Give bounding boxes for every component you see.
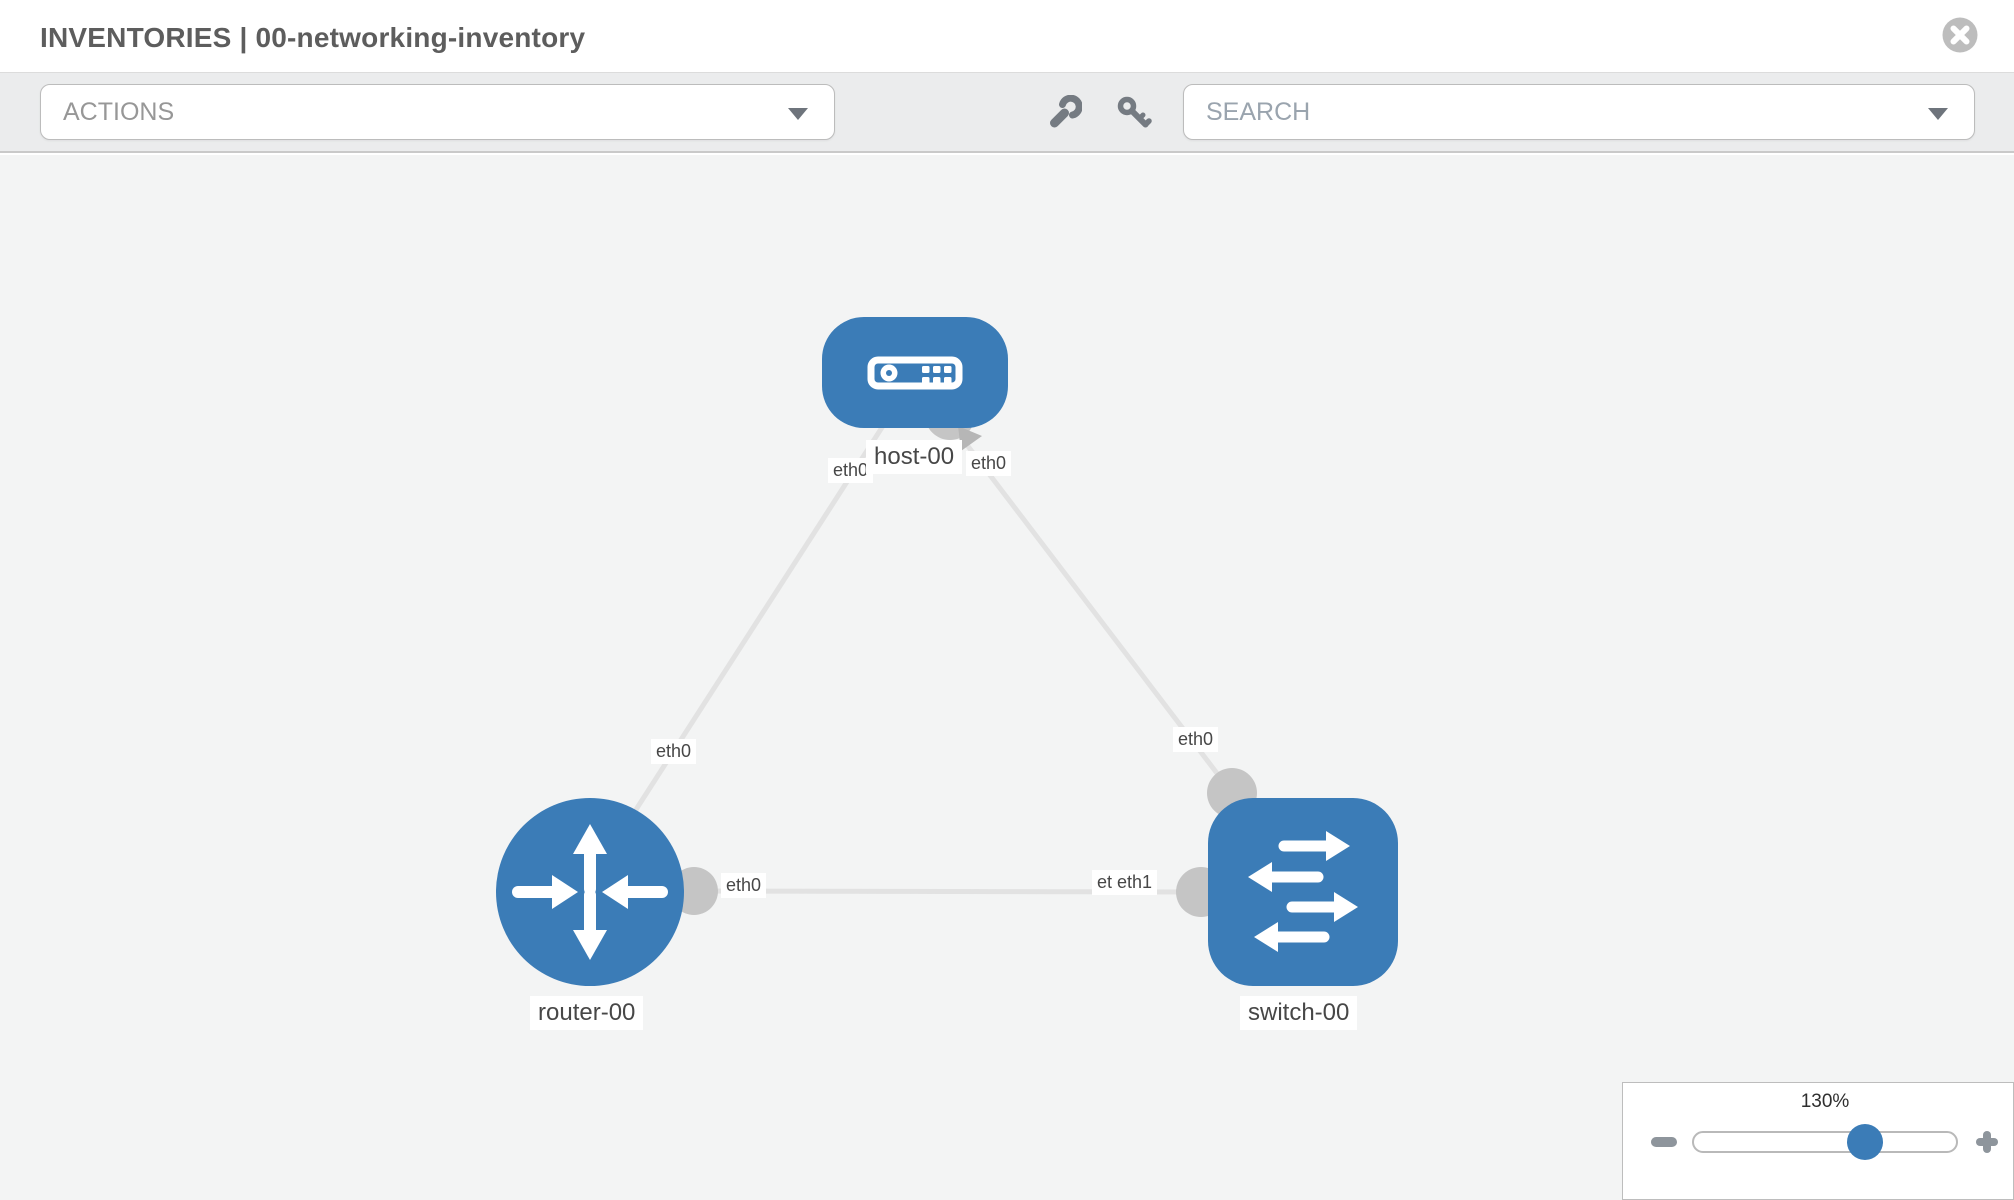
interface-label: eth0 [721, 873, 767, 898]
actions-dropdown[interactable]: ACTIONS [40, 84, 835, 140]
interface-label: eth0 [651, 739, 697, 764]
close-icon [1942, 17, 1978, 53]
zoom-out-button[interactable] [1651, 1137, 1677, 1147]
link-arrowhead [958, 426, 982, 451]
zoom-control-panel: 130% [1622, 1082, 2014, 1200]
page-title: INVENTORIES | 00-networking-inventory [40, 22, 586, 53]
interface-label: eth0 [828, 458, 874, 483]
wrench-icon [1050, 94, 1083, 128]
zoom-slider-track[interactable] [1692, 1131, 1958, 1153]
interface-label: eth0 [1173, 727, 1219, 752]
topology-canvas[interactable]: eth0 host-00 eth0 eth0 eth0 eth0 eth1 et… [0, 155, 2014, 1200]
plus-icon [1983, 1131, 1991, 1153]
credentials-button[interactable] [1116, 95, 1152, 131]
search-placeholder: SEARCH [1206, 98, 1311, 126]
interface-label: eth1 [1112, 870, 1158, 895]
search-dropdown[interactable]: SEARCH [1183, 84, 1975, 140]
host-icon [867, 356, 963, 390]
node-label-switch: switch-00 [1240, 996, 1358, 1030]
header: INVENTORIES | 00-networking-inventory [0, 0, 2014, 73]
topology-graph [496, 317, 1398, 986]
toolbar: ACTIONS SEARCH [0, 73, 2014, 153]
interface-label: eth0 [966, 451, 1012, 476]
actions-dropdown-label: ACTIONS [63, 98, 175, 126]
chevron-down-icon [1928, 108, 1948, 120]
node-label-router: router-00 [530, 996, 644, 1030]
close-button[interactable] [1938, 13, 1982, 57]
router-icon [512, 824, 668, 960]
chevron-down-icon [788, 108, 808, 120]
node-host-00[interactable] [822, 317, 1008, 428]
configure-button[interactable] [1046, 94, 1083, 131]
zoom-slider-thumb[interactable] [1847, 1124, 1883, 1160]
zoom-in-button[interactable] [1976, 1131, 1998, 1153]
node-label-host: host-00 [866, 440, 963, 474]
node-router-00[interactable] [496, 798, 684, 986]
key-icon [1117, 96, 1152, 128]
zoom-level-value: 130% [1800, 1091, 1850, 1112]
node-switch-00[interactable] [1208, 798, 1398, 986]
switch-icon [1248, 831, 1358, 952]
